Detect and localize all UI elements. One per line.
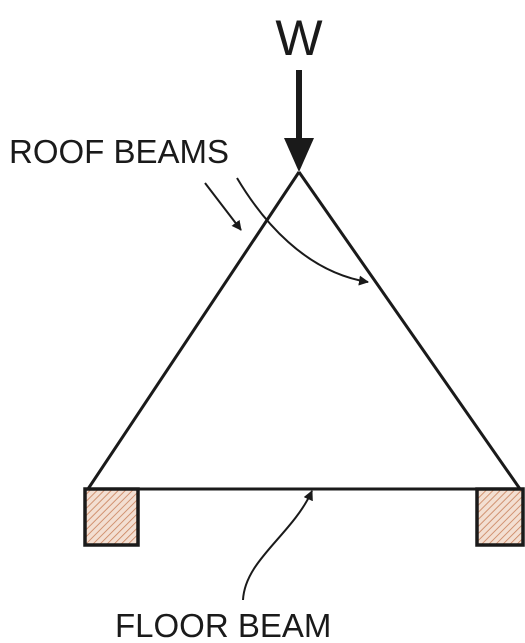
floor-beam-pointer: [242, 490, 313, 601]
roof-beam-right: [297, 171, 522, 490]
load-arrow: [284, 70, 314, 172]
truss-frame: [84, 171, 523, 491]
roof-beams-pointer-left: [204, 182, 242, 231]
support-right: [475, 487, 525, 547]
roof-beam-left: [86, 171, 301, 490]
support-left: [83, 487, 140, 547]
load-label: W: [275, 10, 323, 66]
floor-beam-label: FLOOR BEAM: [115, 607, 331, 643]
roof-beams-pointer-right: [236, 177, 369, 286]
roof-beams-label: ROOF BEAMS: [9, 133, 229, 170]
